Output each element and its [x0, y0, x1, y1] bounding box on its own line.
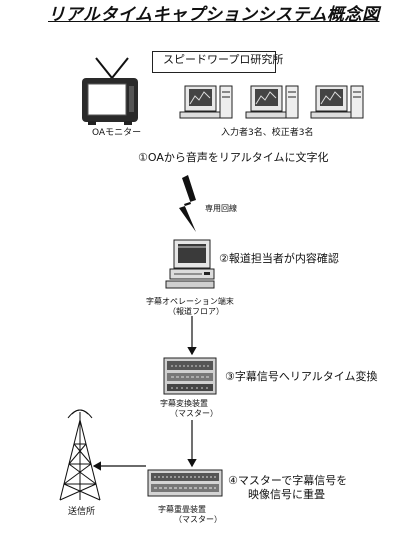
caption-superimposer-sublabel: （マスター）	[174, 515, 222, 524]
page-title: リアルタイムキャプションシステム概念図	[48, 5, 380, 25]
step-2-text: ②報道担当者が内容確認	[219, 252, 339, 265]
caption-converter-sublabel: （マスター）	[170, 409, 218, 418]
input-pc-icon-3	[310, 85, 364, 119]
step-4-text-line-2: 映像信号に重畳	[248, 488, 325, 501]
oa-monitor-label: OAモニター	[92, 128, 142, 138]
company-box	[152, 51, 276, 73]
step-3-text: ③字幕信号へリアルタイム変換	[225, 370, 378, 383]
operation-terminal-sublabel: （報道フロア）	[168, 307, 224, 316]
transmitter-label: 送信所	[68, 507, 96, 517]
caption-superimposer-icon	[147, 469, 223, 497]
dedicated-line-label: 専用回線	[205, 204, 237, 213]
lightning-bolt-icon	[179, 175, 196, 232]
caption-converter-label: 字幕変換装置	[160, 399, 208, 408]
input-pc-icon-1	[179, 85, 233, 119]
step-4-text-line-1: ④マスターで字幕信号を	[228, 474, 348, 487]
transmission-tower-icon	[59, 409, 101, 501]
company-label: スピードワープロ研究所	[163, 53, 284, 66]
input-pc-icon-2	[245, 85, 299, 119]
inputters-label: 入力者3名、校正者3名	[221, 128, 314, 138]
step-1-text: ①OAから音声をリアルタイムに文字化	[138, 151, 329, 164]
operation-terminal-label: 字幕オペレーション端末	[146, 297, 234, 306]
operation-terminal-icon	[165, 239, 215, 289]
caption-superimposer-label: 字幕重畳装置	[158, 505, 206, 514]
caption-converter-icon	[163, 357, 217, 395]
tv-monitor-icon	[82, 57, 138, 125]
